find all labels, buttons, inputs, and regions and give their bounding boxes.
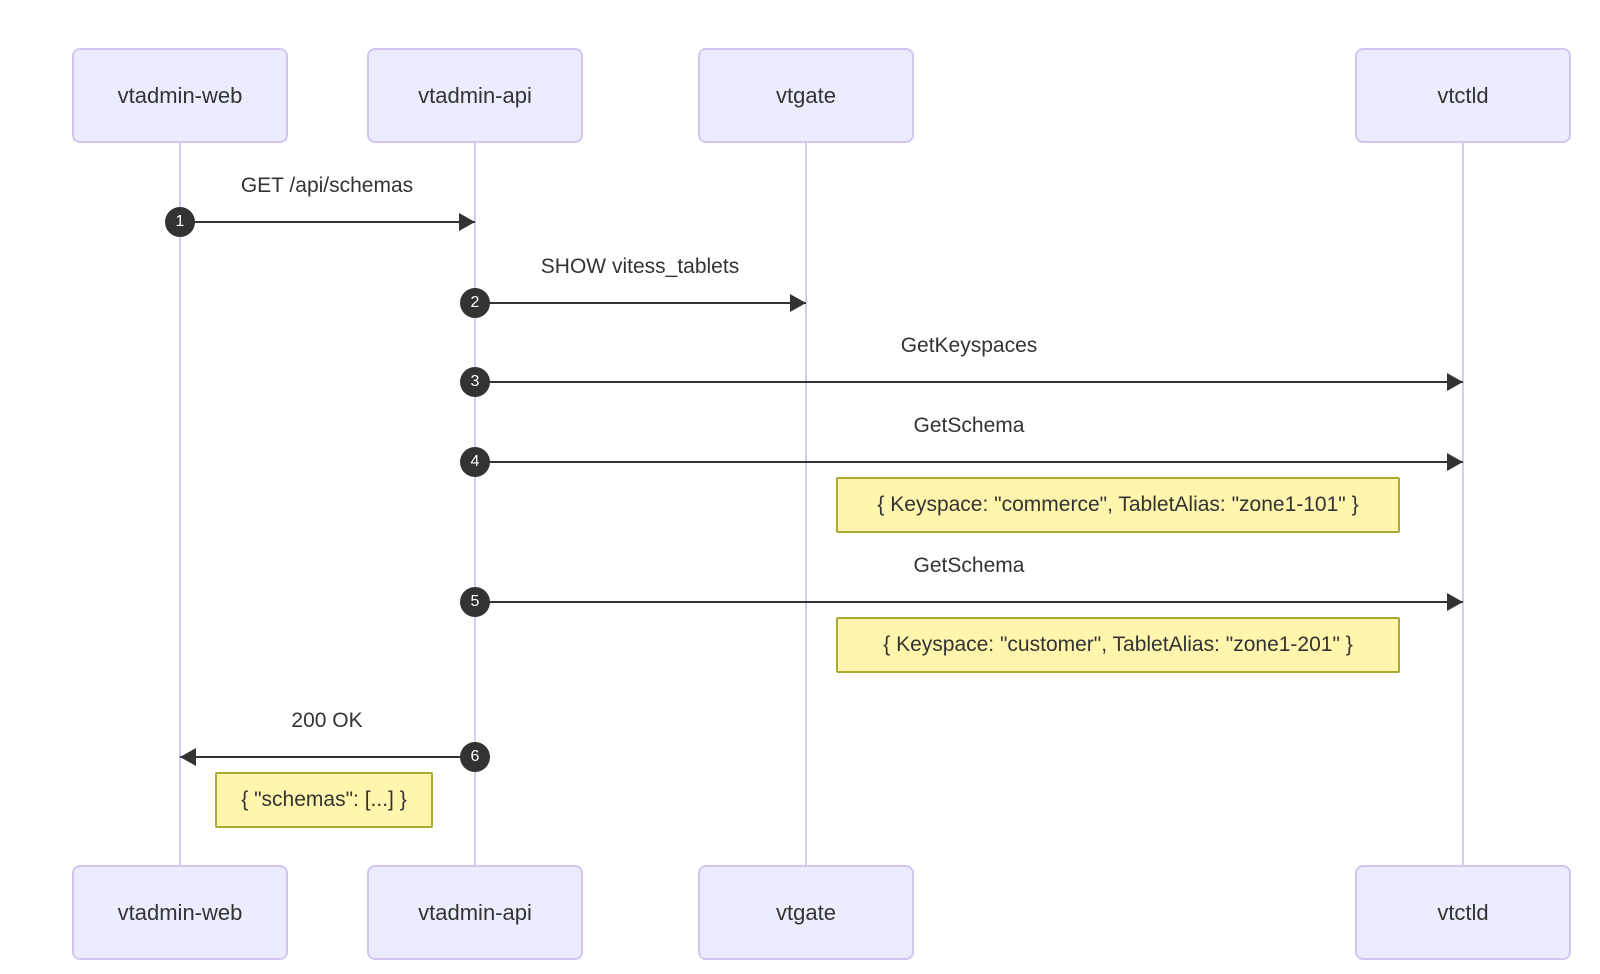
actor-label: vtgate bbox=[776, 899, 836, 925]
lifeline-vtadmin-api bbox=[474, 143, 476, 865]
arrowhead-right-icon bbox=[1447, 593, 1463, 611]
sequence-number-3: 3 bbox=[460, 367, 490, 397]
message-label-6: 200 OK bbox=[291, 709, 363, 732]
arrowhead-right-icon bbox=[1447, 373, 1463, 391]
actor-top-vtgate: vtgate bbox=[698, 48, 914, 143]
message-label-2: SHOW vitess_tablets bbox=[540, 255, 740, 278]
actor-top-vtctld: vtctld bbox=[1355, 48, 1571, 143]
arrowhead-right-icon bbox=[790, 294, 806, 312]
sequence-number-1: 1 bbox=[165, 207, 195, 237]
message-arrow-6 bbox=[180, 748, 475, 766]
lifeline-vtctld bbox=[1462, 143, 1464, 865]
actor-top-vtadmin-web: vtadmin-web bbox=[72, 48, 288, 143]
actor-bottom-vtgate: vtgate bbox=[698, 865, 914, 960]
sequence-number-2: 2 bbox=[460, 288, 490, 318]
message-label-3: GetKeyspaces bbox=[900, 334, 1038, 357]
sequence-number-5: 5 bbox=[460, 587, 490, 617]
lifeline-vtadmin-web bbox=[179, 143, 181, 865]
actor-label: vtadmin-web bbox=[117, 899, 243, 925]
message-label-4: GetSchema bbox=[913, 414, 1025, 437]
actor-top-vtadmin-api: vtadmin-api bbox=[367, 48, 583, 143]
actor-bottom-vtctld: vtctld bbox=[1355, 865, 1571, 960]
arrowhead-right-icon bbox=[1447, 453, 1463, 471]
lifeline-vtgate bbox=[805, 143, 807, 865]
message-arrow-3 bbox=[475, 373, 1463, 391]
arrowhead-right-icon bbox=[459, 213, 475, 231]
actor-label: vtadmin-api bbox=[418, 82, 532, 108]
message-arrow-2 bbox=[475, 294, 806, 312]
message-arrow-5 bbox=[475, 593, 1463, 611]
sequence-number-6: 6 bbox=[460, 742, 490, 772]
actor-label: vtadmin-api bbox=[418, 899, 532, 925]
message-label-5: GetSchema bbox=[913, 554, 1025, 577]
message-arrow-4 bbox=[475, 453, 1463, 471]
note-customer-schema: { Keyspace: "customer", TabletAlias: "zo… bbox=[836, 617, 1400, 673]
actor-label: vtctld bbox=[1437, 899, 1489, 925]
actor-label: vtctld bbox=[1437, 82, 1489, 108]
arrowhead-left-icon bbox=[180, 748, 196, 766]
message-arrow-1 bbox=[180, 213, 475, 231]
actor-label: vtgate bbox=[776, 82, 836, 108]
note-commerce-schema: { Keyspace: "commerce", TabletAlias: "zo… bbox=[836, 477, 1400, 533]
actor-bottom-vtadmin-api: vtadmin-api bbox=[367, 865, 583, 960]
actor-label: vtadmin-web bbox=[117, 82, 243, 108]
sequence-number-4: 4 bbox=[460, 447, 490, 477]
note-schemas-response: { "schemas": [...] } bbox=[215, 772, 433, 828]
message-label-1: GET /api/schemas bbox=[240, 174, 414, 197]
actor-bottom-vtadmin-web: vtadmin-web bbox=[72, 865, 288, 960]
